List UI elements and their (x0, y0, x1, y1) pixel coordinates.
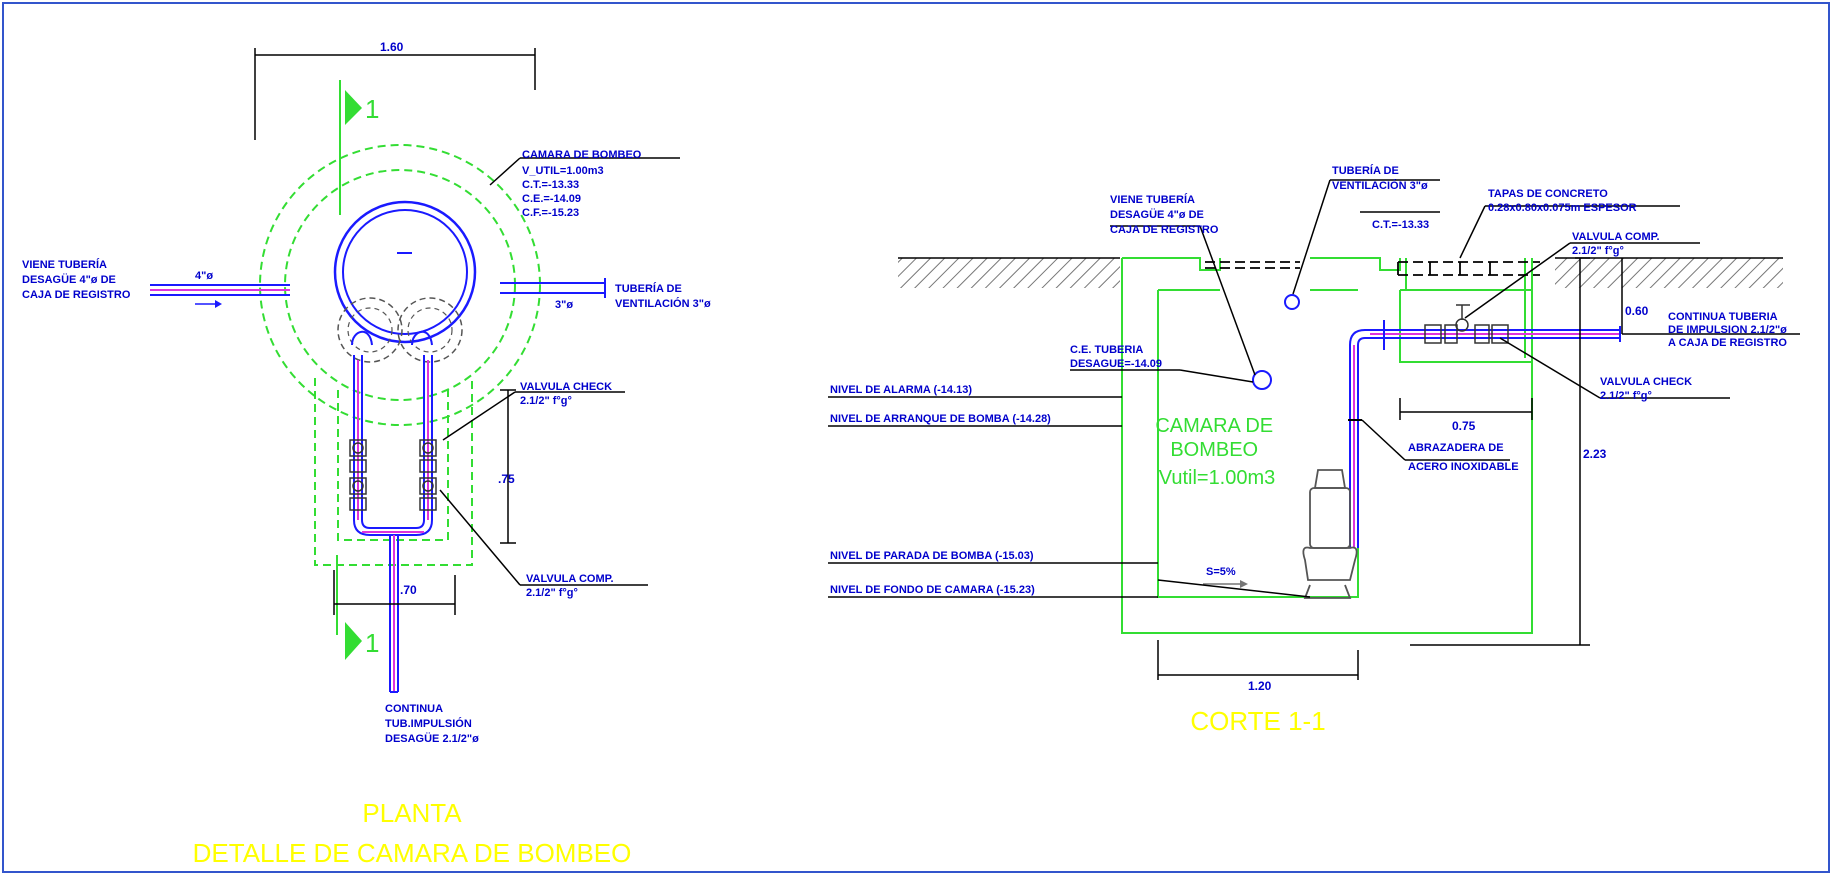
svg-text:TUBERÍA DE VENTILACIÓN 3: TUBERÍA DE VENTILACIÓN 3"ø (1332, 164, 1428, 192)
corte-ct-label: C.T.=-13.33 (1372, 219, 1429, 231)
corte-camara-line-3: Vutil=1.00m3 (1159, 467, 1276, 489)
svg-text:VIENE TUBERÍA DESAGÜE 4": VIENE TUBERÍA DESAGÜE 4"ø DE CAJA DE REG… (22, 258, 131, 301)
corte-dim-120: 1.20 (1248, 679, 1272, 693)
planta-check-line-2: 2.1/2" f°g° (520, 395, 572, 407)
svg-text:VIENE TUBERÍA DESAGÜE 4": VIENE TUBERÍA DESAGÜE 4"ø DE CAJA DE REG… (1110, 193, 1219, 236)
planta-pipe-3-label: 3"ø (555, 299, 573, 311)
nivel-arranque: NIVEL DE ARRANQUE DE BOMBA (-14.28) (830, 413, 1051, 425)
svg-text:VALVULA CHECK 2.1/2" f: VALVULA CHECK 2.1/2" f°g° (520, 381, 615, 407)
planta-camara-line-1: CAMARA DE BOMBEO (522, 149, 642, 161)
svg-text:TUBERÍA DE VENTILACIÓN 3: TUBERÍA DE VENTILACIÓN 3"ø (615, 282, 711, 310)
svg-text:C.E. TUBERIA DESAGUE=-1: C.E. TUBERIA DESAGUE=-14.09 (1070, 344, 1162, 370)
corte-comp-line-1: VALVULA COMP. (1572, 231, 1660, 243)
svg-text:CAMARA DE BOMBEO V: CAMARA DE BOMBEO Vutil=1.00m3 (1155, 415, 1278, 489)
planta-vent-line-1: TUBERÍA DE (615, 282, 682, 295)
corte-continua-line-2: DE IMPULSION 2.1/2"ø (1668, 324, 1787, 336)
corte-comp-line-2: 2.1/2" f°g° (1572, 245, 1624, 257)
corte-vent-line-1: TUBERÍA DE (1332, 164, 1399, 177)
planta-camara-line-4: C.E.=-14.09 (522, 193, 581, 205)
svg-text:TAPAS DE CONCRETO 0.28: TAPAS DE CONCRETO 0.28x0.80x0.075m ESPES… (1488, 188, 1637, 214)
planta-title-2: DETALLE DE CAMARA DE BOMBEO (193, 838, 632, 868)
planta-comp-line-1: VALVULA COMP. (526, 573, 614, 585)
svg-text:VALVULA COMP. 2.1/2" f: VALVULA COMP. 2.1/2" f°g° (1572, 231, 1663, 257)
corte-tapas (1205, 261, 1540, 276)
planta-continua-line-1: CONTINUA (385, 703, 443, 715)
planta-vent-line-2: VENTILACIÓN 3"ø (615, 297, 711, 310)
corte-ce-line-2: DESAGUE=-14.09 (1070, 358, 1162, 370)
planta-continua-line-2: TUB.IMPULSIÓN (385, 717, 472, 730)
corte-vent-line-2: VENTILACIÓN 3"ø (1332, 179, 1428, 192)
svg-text:VALVULA CHECK 2.1/2" f: VALVULA CHECK 2.1/2" f°g° (1600, 376, 1695, 402)
planta-camara-line-3: C.T.=-13.33 (522, 179, 579, 191)
section-mark-bottom-arrow (345, 622, 362, 660)
planta-title-1: PLANTA (362, 798, 462, 828)
pump (1302, 469, 1358, 599)
corte-abrazadera-line-1: ABRAZADERA DE (1408, 442, 1504, 454)
svg-text:CONTINUA TUB.IMPULSIÓN: CONTINUA TUB.IMPULSIÓN DESAGÜE 2.1/2"ø (385, 703, 479, 745)
section-mark-top-label: 1 (365, 94, 379, 124)
corte-viene-line-3: CAJA DE REGISTRO (1110, 224, 1219, 236)
planta-viene-line-1: VIENE TUBERÍA (22, 258, 107, 271)
planta-view: 1.60 1 1 (22, 40, 711, 868)
planta-dim-70: .70 (400, 583, 417, 597)
planta-camara-line-2: V_UTIL=1.00m3 (522, 165, 604, 177)
corte-abrazadera-line-2: ACERO INOXIDABLE (1408, 461, 1519, 473)
corte-slope: S=5% (1206, 566, 1236, 578)
corte-check-line-2: 2.1/2" f°g° (1600, 390, 1652, 402)
corte-viene-line-2: DESAGÜE 4"ø DE (1110, 208, 1204, 221)
section-mark-top-arrow (345, 90, 362, 125)
corte-viene-line-1: VIENE TUBERÍA (1110, 193, 1195, 206)
corte-dim-223: 2.23 (1583, 447, 1607, 461)
corte-dim-060: 0.60 (1625, 304, 1649, 318)
svg-text:VALVULA COMP. 2.1/2" f: VALVULA COMP. 2.1/2" f°g° (526, 573, 617, 599)
planta-camara-line-5: C.F.=-15.23 (522, 207, 579, 219)
nivel-fondo: NIVEL DE FONDO DE CAMARA (-15.23) (830, 584, 1035, 596)
nivel-alarma: NIVEL DE ALARMA (-14.13) (830, 384, 972, 396)
corte-tapas-line-1: TAPAS DE CONCRETO (1488, 188, 1608, 200)
corte-check-line-1: VALVULA CHECK (1600, 376, 1692, 388)
corte-continua-line-3: A CAJA DE REGISTRO (1668, 337, 1787, 349)
corte-ce-line-1: C.E. TUBERIA (1070, 344, 1143, 356)
corte-view: S=5% NIVEL DE ALARMA (-14.13) NIVEL DE A… (828, 164, 1800, 736)
planta-continua-line-3: DESAGÜE 2.1/2"ø (385, 732, 479, 745)
corte-tapas-line-2: 0.28x0.80x0.075m ESPESOR (1488, 202, 1637, 214)
corte-continua-line-1: CONTINUA TUBERIA (1668, 311, 1778, 323)
corte-camara-line-1: CAMARA DE (1155, 415, 1273, 437)
svg-text:ABRAZADERA DE ACERO IN: ABRAZADERA DE ACERO INOXIDABLE (1408, 442, 1519, 473)
planta-viene-line-2: DESAGÜE 4"ø DE (22, 273, 116, 286)
planta-pipe-4-label: 4"ø (195, 270, 213, 282)
corte-dim-075: 0.75 (1452, 419, 1476, 433)
planta-dim-160: 1.60 (380, 40, 404, 54)
planta-comp-line-2: 2.1/2" f°g° (526, 587, 578, 599)
planta-check-line-1: VALVULA CHECK (520, 381, 612, 393)
nivel-parada: NIVEL DE PARADA DE BOMBA (-15.03) (830, 550, 1034, 562)
planta-dim-75: .75 (498, 472, 515, 486)
section-mark-bottom-label: 1 (365, 628, 379, 658)
corte-title: CORTE 1-1 (1190, 706, 1325, 736)
planta-valves (349, 439, 437, 511)
svg-text:CONTINUA TUBERIA DE IM: CONTINUA TUBERIA DE IMPULSION 2.1/2"ø A … (1668, 311, 1790, 349)
planta-viene-line-3: CAJA DE REGISTRO (22, 289, 131, 301)
corte-valves (1424, 304, 1509, 344)
svg-text:CAMARA DE BOMBEO V_UTI: CAMARA DE BOMBEO V_UTIL=1.00m3 C.T.=-13.… (522, 149, 644, 219)
corte-camara-line-2: BOMBEO (1170, 439, 1258, 461)
